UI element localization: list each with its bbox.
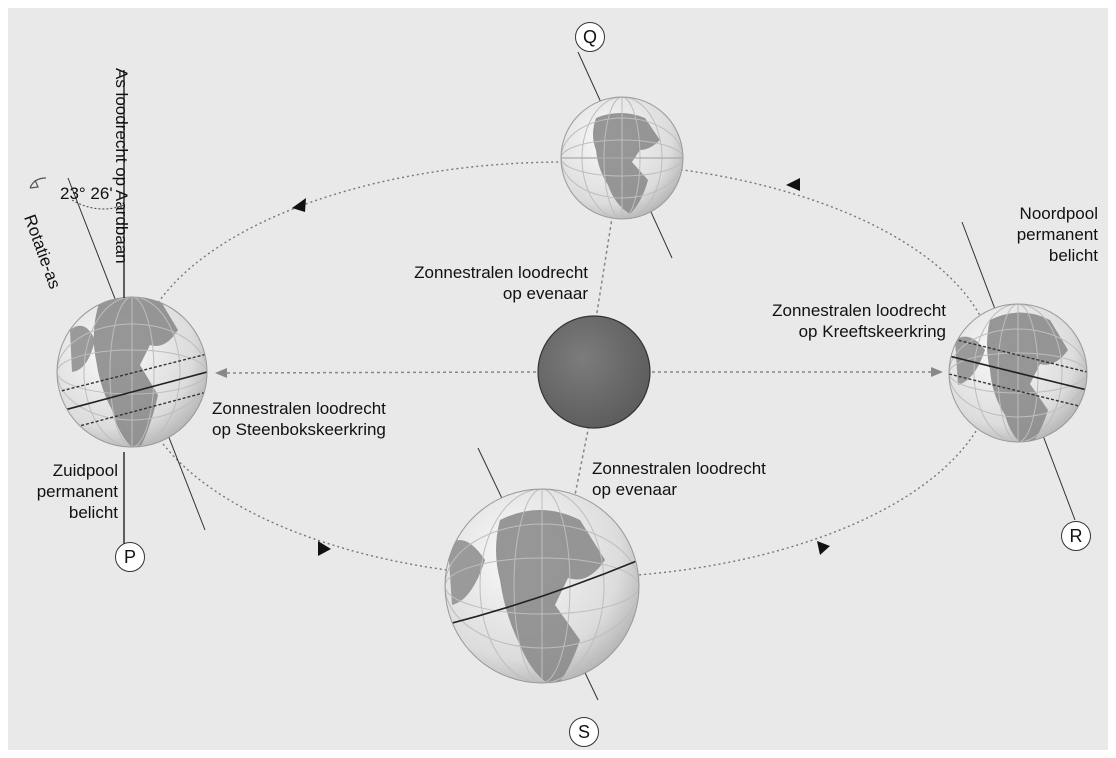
tilt-angle-label: 23° 26' bbox=[60, 184, 113, 203]
north-pole-label: Noordpool permanent belicht bbox=[1016, 204, 1098, 265]
south-pole-label: Zuidpool permanent belicht bbox=[36, 461, 118, 522]
axis-perpendicular-label: As loodrecht op Aardbaan bbox=[112, 68, 131, 264]
ray-arrowhead-left bbox=[215, 368, 227, 378]
ray-to-q bbox=[594, 217, 613, 326]
rays-cancer-label: Zonnestralen loodrecht op Kreeftskeerkri… bbox=[772, 301, 946, 341]
marker-r: R bbox=[1061, 521, 1091, 551]
globe-q bbox=[560, 51, 684, 259]
globe-s bbox=[444, 447, 640, 701]
globe-p bbox=[56, 177, 208, 531]
rays-equator-top-label: Zonnestralen loodrecht op evenaar bbox=[414, 263, 588, 303]
marker-q: Q bbox=[575, 22, 605, 52]
rays-capricorn-label: Zonnestralen loodrecht op Steenbokskeerk… bbox=[212, 399, 386, 439]
tilt-angle-arc bbox=[71, 199, 125, 210]
rays-equator-bottom-label: Zonnestralen loodrecht op evenaar bbox=[592, 459, 766, 499]
marker-s: S bbox=[569, 717, 599, 747]
orbit-arrow-bottom-right bbox=[817, 541, 830, 555]
ray-to-p bbox=[221, 371, 537, 374]
ray-to-s bbox=[574, 419, 591, 496]
orbit-arrow-top-left bbox=[292, 198, 306, 212]
rotation-arrow-icon bbox=[29, 177, 47, 189]
ray-arrowhead-right bbox=[931, 367, 943, 377]
sun bbox=[537, 315, 651, 429]
globe-r bbox=[948, 221, 1088, 521]
marker-p: P bbox=[115, 542, 145, 572]
orbit-arrow-top-right bbox=[786, 178, 800, 191]
orbit-arrow-bottom-left bbox=[318, 541, 331, 556]
